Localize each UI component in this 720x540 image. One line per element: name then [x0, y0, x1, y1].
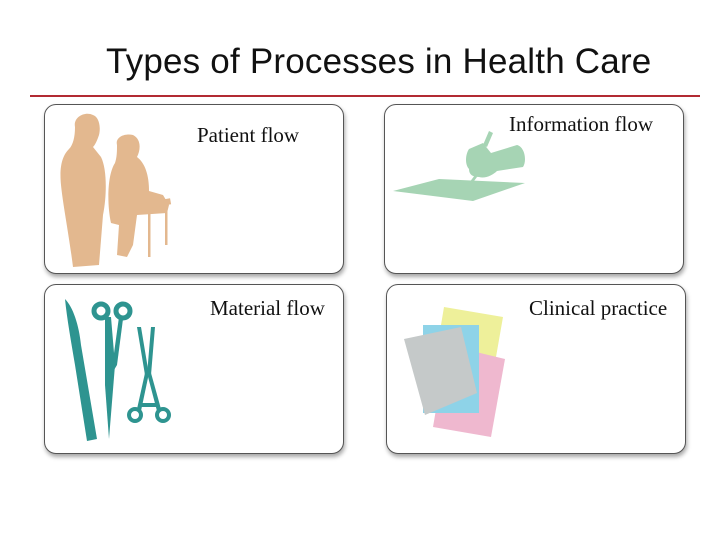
- stacked-papers-icon: [404, 307, 505, 437]
- surgical-instruments-icon: [65, 299, 171, 441]
- card-patient-flow: Patient flow: [44, 104, 344, 274]
- title-divider: [30, 95, 700, 97]
- card-label: Patient flow: [197, 123, 300, 147]
- card-label: Information flow: [509, 112, 654, 136]
- card-clinical-practice: Clinical practice: [386, 284, 686, 454]
- card-information-flow: Information flow: [384, 104, 684, 274]
- slide-title: Types of Processes in Health Care: [106, 42, 652, 81]
- card-material-flow: Material flow: [44, 284, 344, 454]
- hand-writing-icon: [393, 131, 525, 201]
- card-label: Material flow: [210, 296, 325, 320]
- card-label: Clinical practice: [529, 296, 668, 320]
- doctor-patient-silhouette-icon: [60, 113, 172, 268]
